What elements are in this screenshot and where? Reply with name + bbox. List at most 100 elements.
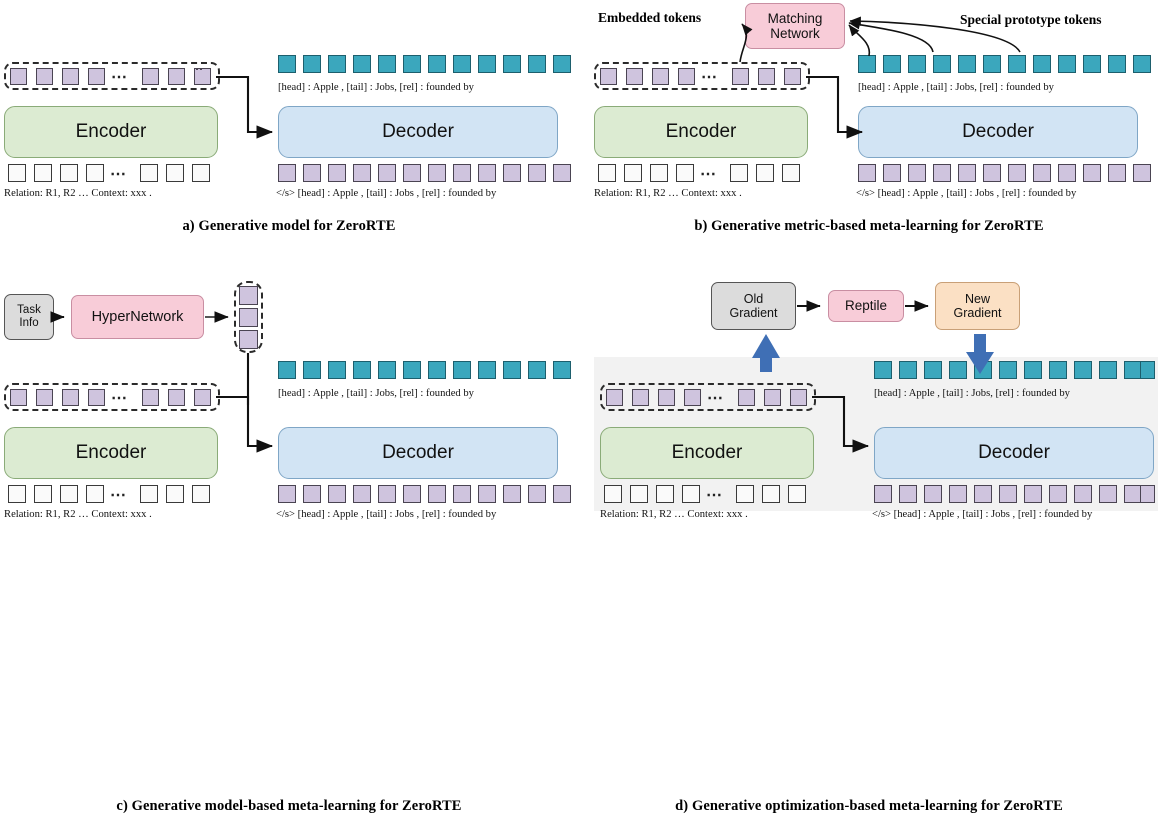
encoder-input-token bbox=[60, 164, 78, 182]
encoder-embed-token bbox=[88, 68, 105, 85]
decoder-output-token bbox=[428, 55, 446, 73]
ellipsis-icon: ⋯ bbox=[111, 390, 129, 407]
encoder-embed-token bbox=[62, 389, 79, 406]
decoder-input-token bbox=[278, 164, 296, 182]
panel-c-model-meta-learning: Task Info HyperNetwork ⋯ Encoder ⋯ Relat… bbox=[0, 273, 578, 814]
encoder-input-text: Relation: R1, R2 … Context: xxx . bbox=[600, 509, 748, 520]
hypernetwork-output-token bbox=[239, 330, 258, 349]
decoder-output-token bbox=[999, 361, 1017, 379]
encoder-embed-token bbox=[10, 389, 27, 406]
decoder-label: Decoder bbox=[962, 121, 1034, 142]
encoder-embed-token bbox=[652, 68, 669, 85]
prototype-token bbox=[858, 55, 876, 73]
decoder-input-token bbox=[1058, 164, 1076, 182]
decoder-output-token bbox=[453, 55, 471, 73]
decoder-input-token bbox=[553, 485, 571, 503]
decoder-output-token bbox=[353, 361, 371, 379]
decoder-input-token bbox=[378, 485, 396, 503]
special-prototype-tokens-label: Special prototype tokens bbox=[960, 12, 1102, 27]
encoder-embed-token bbox=[606, 389, 623, 406]
decoder-input-token bbox=[428, 164, 446, 182]
encoder-input-token bbox=[630, 485, 648, 503]
decoder-output-token bbox=[278, 55, 296, 73]
encoder-embed-token bbox=[684, 389, 701, 406]
decoder-output-token bbox=[453, 361, 471, 379]
encoder-embed-token bbox=[88, 389, 105, 406]
decoder-input-token bbox=[328, 485, 346, 503]
decoder-input-token bbox=[453, 164, 471, 182]
reptile-box: Reptile bbox=[828, 290, 904, 322]
decoder-output-token bbox=[974, 361, 992, 379]
decoder-input-token bbox=[503, 164, 521, 182]
decoder-input-token bbox=[899, 485, 917, 503]
ellipsis-icon: ⋯ bbox=[706, 487, 724, 504]
prototype-token bbox=[933, 55, 951, 73]
encoder-input-token bbox=[140, 164, 158, 182]
encoder-block-b: Encoder bbox=[594, 106, 808, 158]
encoder-label: Encoder bbox=[75, 442, 147, 463]
encoder-input-token bbox=[656, 485, 674, 503]
new-gradient-box: New Gradient bbox=[935, 282, 1020, 330]
encoder-label: Encoder bbox=[665, 121, 737, 142]
decoder-input-token bbox=[883, 164, 901, 182]
decoder-input-token bbox=[1033, 164, 1051, 182]
embedded-tokens-label: Embedded tokens bbox=[598, 10, 702, 25]
ellipsis-icon: ⋯ bbox=[111, 69, 129, 86]
ellipsis-icon: ⋯ bbox=[707, 390, 725, 407]
encoder-block-c: Encoder bbox=[4, 427, 218, 479]
encoder-block-d: Encoder bbox=[600, 427, 814, 479]
decoder-input-token bbox=[403, 485, 421, 503]
old-gradient-label-line2: Gradient bbox=[729, 306, 778, 320]
decoder-output-text: [head] : Apple , [tail] : Jobs, [rel] : … bbox=[858, 82, 1054, 93]
decoder-input-token bbox=[999, 485, 1017, 503]
hypernetwork-output-token bbox=[239, 286, 258, 305]
decoder-output-token bbox=[503, 361, 521, 379]
decoder-output-token bbox=[328, 361, 346, 379]
decoder-output-token bbox=[403, 361, 421, 379]
new-gradient-label-line1: New bbox=[964, 292, 990, 306]
encoder-embed-token bbox=[738, 389, 755, 406]
encoder-embed-token bbox=[600, 68, 617, 85]
encoder-embed-token bbox=[194, 389, 211, 406]
encoder-input-token bbox=[8, 485, 26, 503]
decoder-output-token bbox=[303, 55, 321, 73]
prototype-token bbox=[908, 55, 926, 73]
decoder-input-token bbox=[478, 164, 496, 182]
decoder-output-token bbox=[924, 361, 942, 379]
panel-b-caption: b) Generative metric-based meta-learning… bbox=[694, 218, 1044, 234]
encoder-embed-token bbox=[10, 68, 27, 85]
encoder-input-token bbox=[762, 485, 780, 503]
ellipsis-icon: ⋯ bbox=[110, 166, 128, 183]
prototype-token bbox=[1108, 55, 1126, 73]
task-info-label-line2: Info bbox=[19, 317, 39, 329]
panel-b-metric-meta-learning: Embedded tokens Special prototype tokens… bbox=[580, 0, 1158, 273]
decoder-input-token bbox=[858, 164, 876, 182]
decoder-input-token bbox=[428, 485, 446, 503]
task-info-label-line1: Task bbox=[17, 304, 41, 317]
encoder-embed-token bbox=[194, 68, 211, 85]
encoder-embed-token bbox=[168, 389, 185, 406]
decoder-block-b: Decoder bbox=[858, 106, 1138, 158]
encoder-embed-token bbox=[196, 68, 198, 70]
encoder-label: Encoder bbox=[671, 442, 743, 463]
decoder-output-text: [head] : Apple , [tail] : Jobs, [rel] : … bbox=[278, 388, 474, 399]
decoder-input-token bbox=[503, 485, 521, 503]
encoder-input-token bbox=[60, 485, 78, 503]
encoder-embed-token bbox=[784, 68, 801, 85]
prototype-token bbox=[883, 55, 901, 73]
encoder-embed-token bbox=[142, 389, 159, 406]
prototype-token bbox=[1133, 55, 1151, 73]
decoder-input-text: </s> [head] : Apple , [tail] : Jobs , [r… bbox=[276, 188, 497, 199]
decoder-input-token bbox=[1140, 485, 1155, 503]
panel-c-caption: c) Generative model-based meta-learning … bbox=[116, 798, 462, 814]
encoder-input-token bbox=[192, 164, 210, 182]
ellipsis-icon: ⋯ bbox=[701, 69, 719, 86]
new-gradient-label-line2: Gradient bbox=[953, 306, 1002, 320]
decoder-input-token bbox=[303, 164, 321, 182]
decoder-output-token bbox=[478, 55, 496, 73]
prototype-token bbox=[983, 55, 1001, 73]
encoder-input-token bbox=[788, 485, 806, 503]
decoder-input-text: </s> [head] : Apple , [tail] : Jobs , [r… bbox=[856, 188, 1077, 199]
matching-network-label-line2: Network bbox=[770, 26, 820, 41]
panel-d-optimization-meta-learning: Old Gradient Reptile New Gradient ⋯ Enco… bbox=[580, 273, 1158, 814]
